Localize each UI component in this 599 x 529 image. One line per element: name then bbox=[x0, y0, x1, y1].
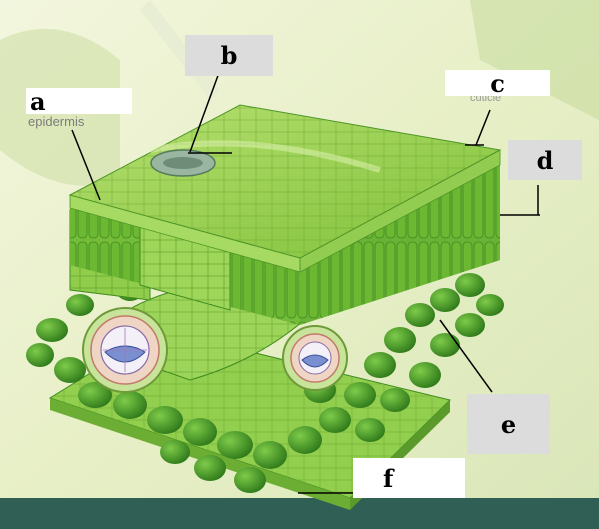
label-a: a bbox=[26, 88, 132, 114]
label-c: c bbox=[445, 70, 550, 96]
epidermis-caption: epidermis bbox=[28, 114, 84, 129]
label-f: f bbox=[353, 458, 465, 498]
label-e: e bbox=[467, 394, 550, 454]
footer-band bbox=[0, 498, 599, 529]
label-d: d bbox=[508, 140, 582, 180]
label-b: b bbox=[185, 35, 273, 76]
